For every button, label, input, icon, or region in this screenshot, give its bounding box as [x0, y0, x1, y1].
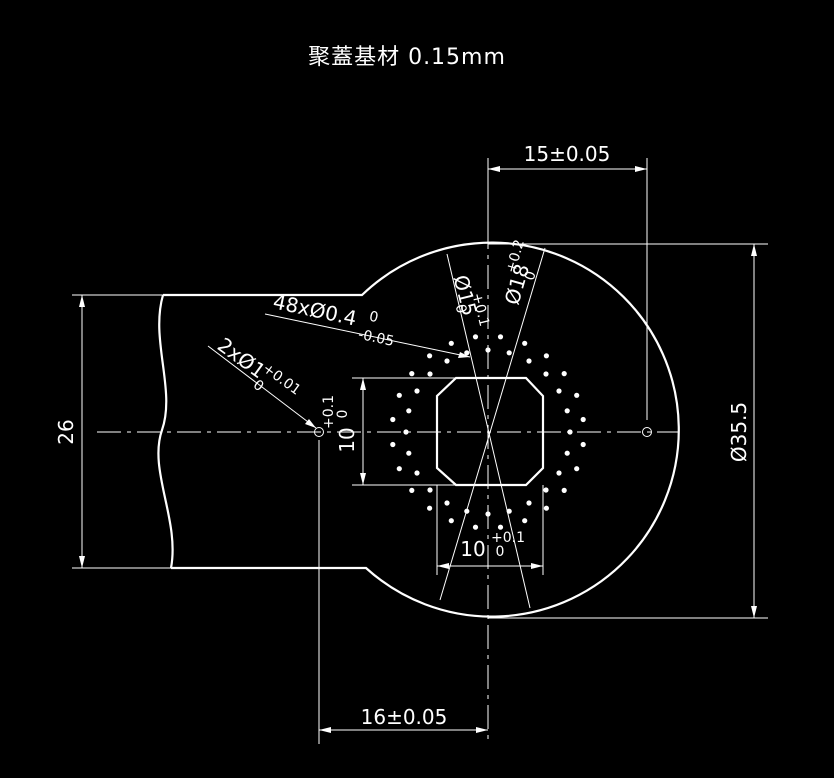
hole: [448, 340, 454, 346]
dimension-height: 26: [54, 294, 171, 569]
svg-text:2xØ1: 2xØ1: [213, 333, 270, 384]
svg-text:10: 10: [335, 427, 359, 452]
hole: [396, 466, 402, 472]
hole: [406, 408, 412, 414]
leader-pin-note: 2xØ1 +0.01 0: [207, 333, 317, 429]
square-window: [435, 376, 545, 487]
hole: [485, 347, 491, 353]
hole: [580, 416, 586, 423]
hole: [448, 518, 454, 524]
svg-text:+0.1: +0.1: [491, 530, 525, 546]
hole: [561, 487, 567, 493]
svg-text:10: 10: [460, 537, 485, 561]
hole: [497, 524, 504, 530]
hole: [580, 441, 586, 448]
hole: [414, 388, 420, 394]
svg-text:Ø35.5: Ø35.5: [727, 402, 751, 462]
drawing-title: 聚蓋基材 0.15mm: [308, 45, 506, 70]
hole: [427, 371, 433, 377]
svg-text:16±0.05: 16±0.05: [361, 705, 448, 729]
svg-text:0: 0: [522, 269, 540, 282]
leader-hole-note: 48xØ0.4 0 -0.05: [264, 289, 471, 358]
svg-text:0: 0: [496, 544, 505, 560]
hole: [414, 470, 420, 476]
hole: [427, 353, 433, 359]
hole: [522, 340, 528, 346]
svg-text:26: 26: [54, 419, 78, 444]
hole: [567, 429, 573, 435]
hole: [396, 392, 402, 398]
hole: [485, 511, 491, 517]
svg-text:+0.1: +0.1: [468, 291, 492, 328]
hole: [406, 450, 412, 456]
dimension-square-horizontal: 10 +0.1 0: [436, 485, 544, 575]
dimension-bottom: 16±0.05: [318, 440, 488, 744]
hole: [403, 429, 409, 435]
hole: [556, 388, 562, 394]
hole: [472, 334, 479, 340]
leader-ring-diameters: Ø15 +0.1 0 Ø18 +0.2 0: [439, 238, 546, 609]
hole: [464, 350, 470, 356]
hole: [574, 466, 580, 472]
center-lines: [97, 225, 678, 742]
svg-text:15±0.05: 15±0.05: [524, 142, 611, 166]
hole: [409, 487, 415, 493]
hole: [390, 441, 396, 448]
dimension-top: 15±0.05: [487, 142, 648, 420]
hole: [444, 358, 450, 364]
svg-text:0: 0: [452, 303, 470, 316]
hole: [409, 371, 415, 377]
hole: [556, 470, 562, 476]
hole: [564, 450, 570, 456]
hole: [526, 358, 532, 364]
svg-text:0: 0: [368, 309, 380, 327]
hole: [543, 487, 549, 493]
svg-text:+0.1: +0.1: [321, 395, 337, 429]
hole: [526, 500, 532, 506]
dimension-diameter: Ø35.5: [488, 243, 768, 619]
part-outline: [157, 241, 680, 618]
hole: [390, 416, 396, 423]
hole: [564, 408, 570, 414]
hole: [497, 334, 504, 340]
svg-text:-0.05: -0.05: [357, 327, 396, 350]
hole: [561, 371, 567, 377]
dimension-square-vertical: 10 +0.1 0: [321, 377, 456, 486]
hole: [472, 524, 479, 530]
svg-text:0: 0: [335, 410, 351, 419]
pin-hole-left: [314, 427, 324, 437]
hole: [444, 500, 450, 506]
hole: [427, 505, 433, 511]
hole: [522, 518, 528, 524]
pin-hole-right: [642, 427, 652, 437]
hole: [543, 353, 550, 359]
hole: [574, 392, 580, 398]
hole: [506, 350, 512, 356]
hole: [427, 487, 433, 493]
svg-text:+0.01: +0.01: [259, 360, 303, 398]
hole: [543, 371, 549, 377]
hole: [543, 505, 550, 511]
